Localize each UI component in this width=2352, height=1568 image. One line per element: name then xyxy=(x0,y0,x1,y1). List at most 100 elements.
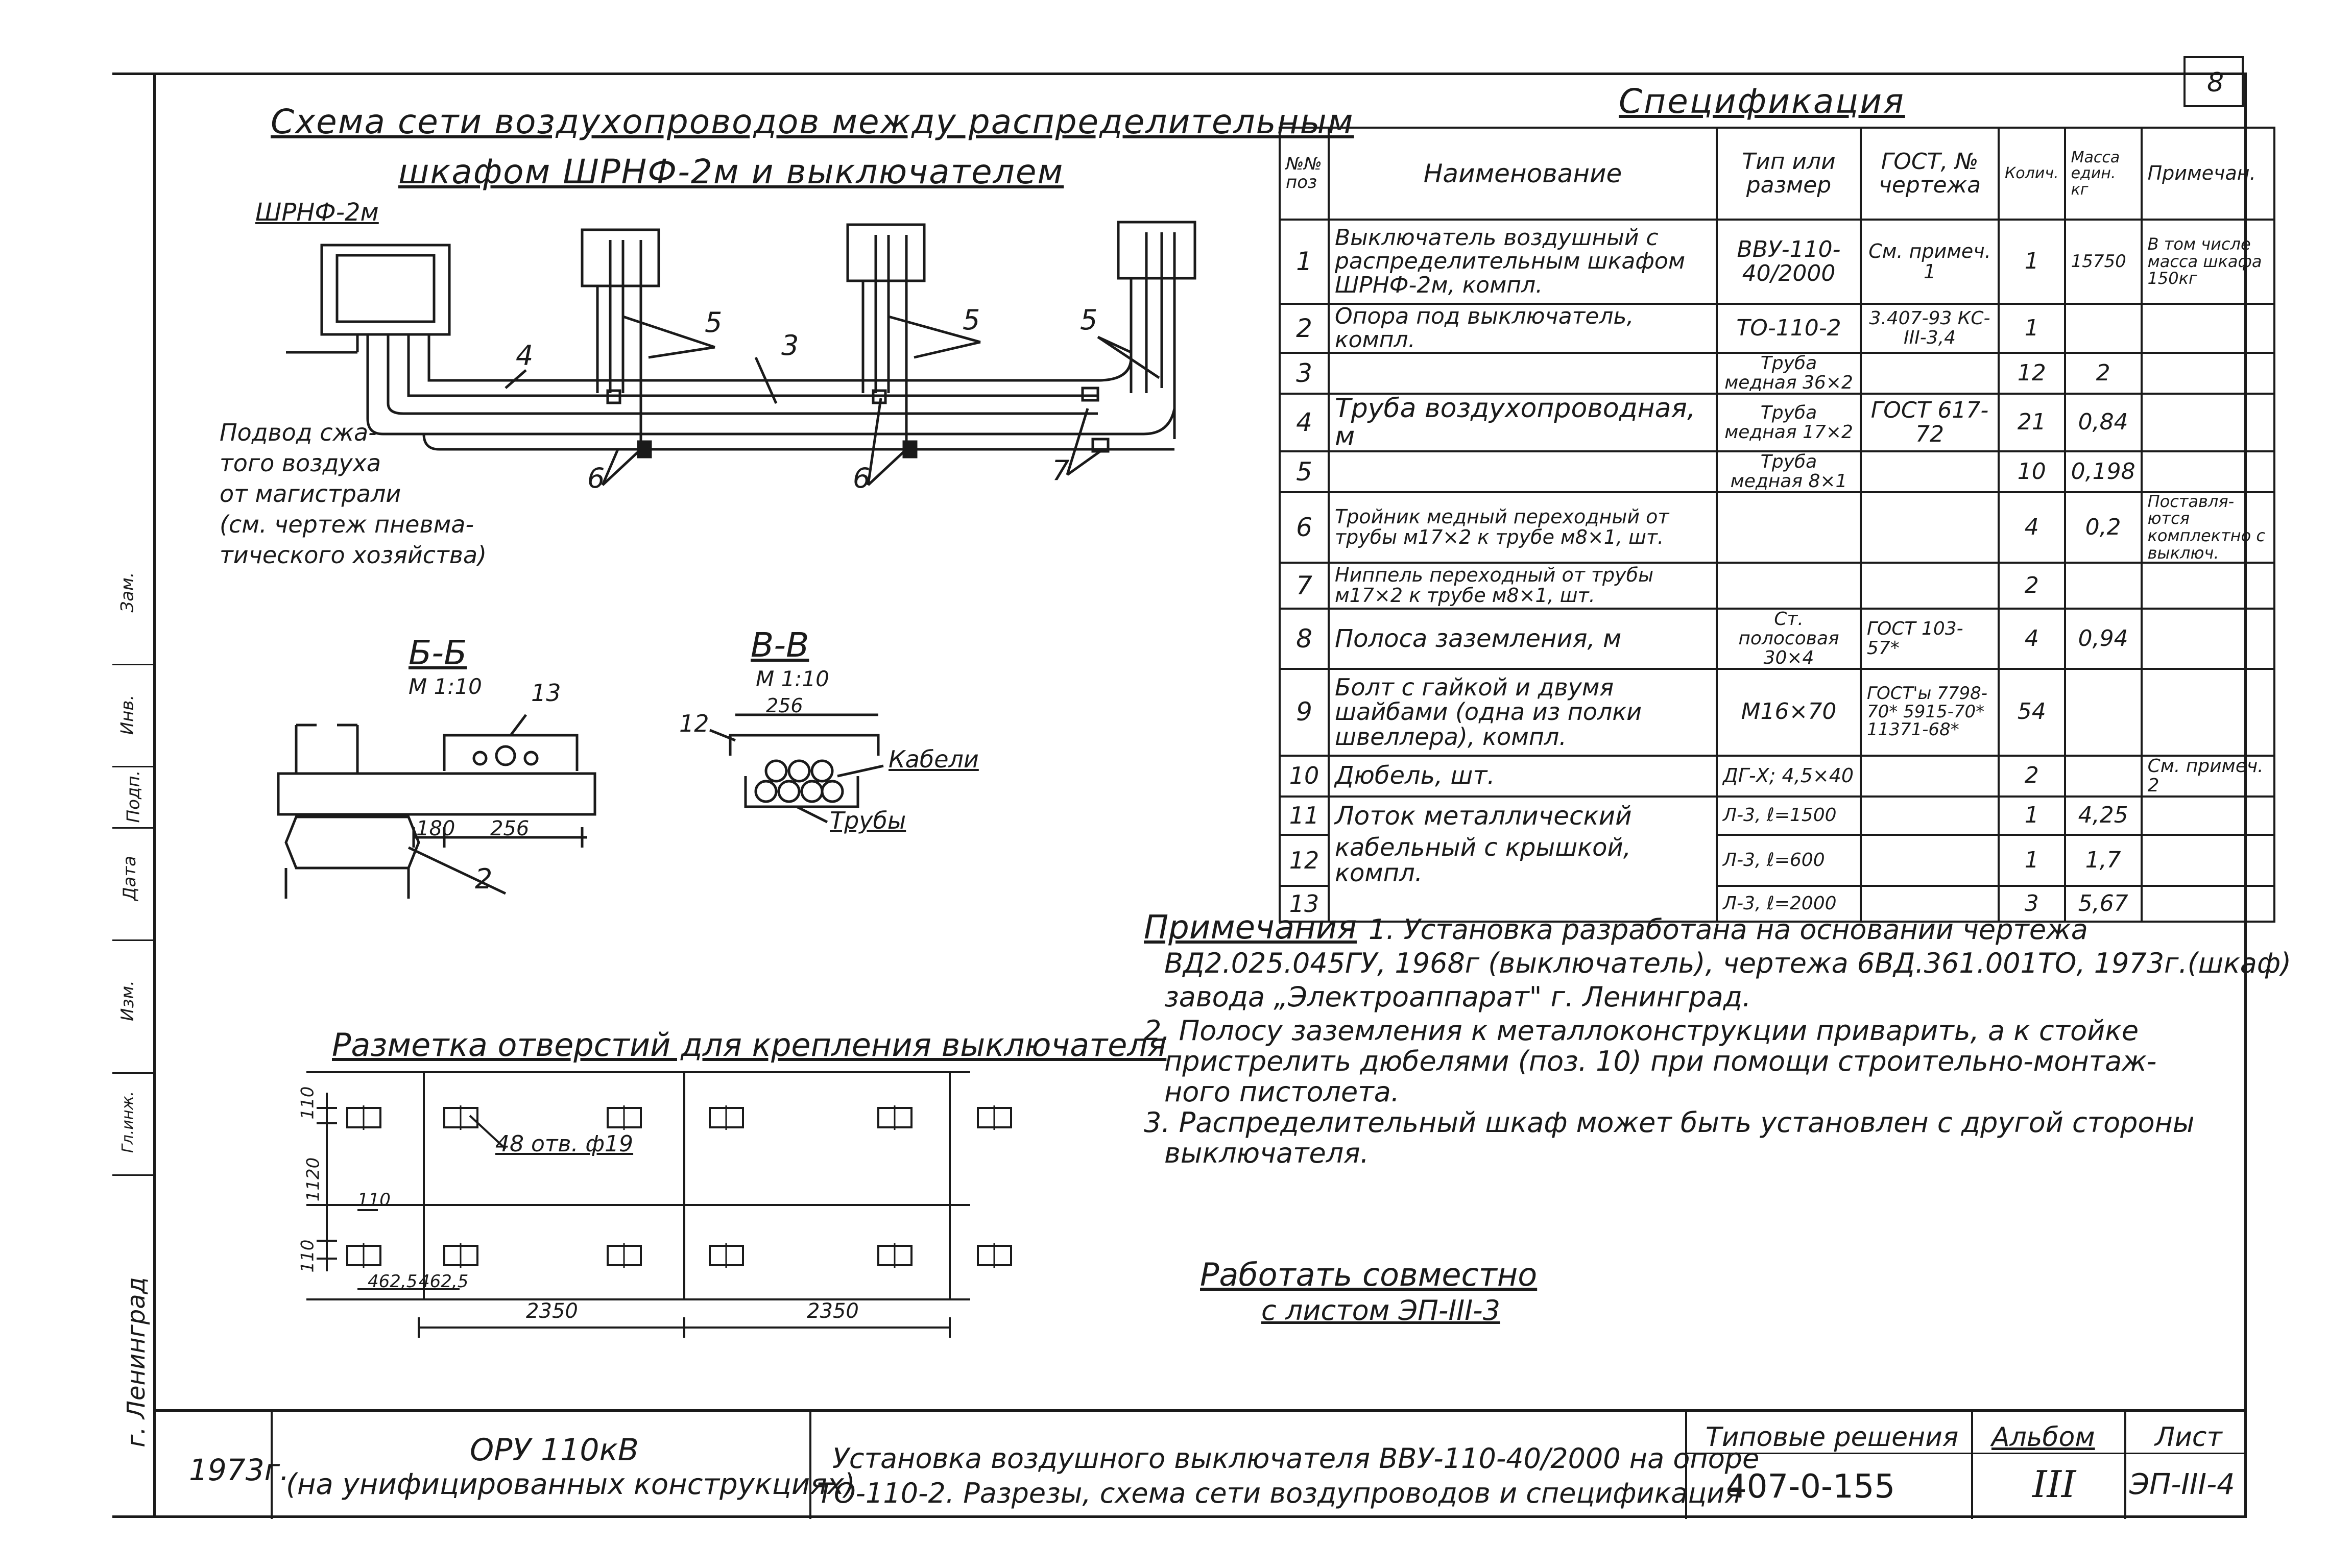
spec-note xyxy=(2140,885,2275,923)
callout-7: 7 xyxy=(1052,454,1070,487)
note-line: ного пистолета. xyxy=(1164,1076,1400,1108)
spec-pos: 6 xyxy=(1279,491,1330,564)
note-line: выключателя. xyxy=(1164,1137,1369,1169)
spec-name: Полоса заземления, м xyxy=(1328,608,1718,670)
spec-mass: 4,25 xyxy=(2063,795,2143,836)
pole-head-2 xyxy=(846,223,926,282)
spec-h-name: Наименование xyxy=(1328,127,1718,221)
section-vv-scale: М 1:10 xyxy=(756,666,829,691)
spec-note xyxy=(2140,562,2275,610)
spec-note xyxy=(2140,302,2275,354)
holes-dim-2350-a: 2350 xyxy=(526,1299,578,1323)
work-together-line1: Работать совместно xyxy=(1200,1256,1538,1293)
section-vv-pos12: 12 xyxy=(679,710,709,737)
spec-gost: ГОСТ 103-57* xyxy=(1860,608,2000,670)
holes-dim-4625-b: 462,5 xyxy=(419,1271,469,1292)
title-album-label: Альбом xyxy=(1991,1422,2095,1453)
spec-gost xyxy=(1860,795,2000,836)
section-bb-scale: М 1:10 xyxy=(409,674,482,699)
stamp-divider xyxy=(112,1072,153,1074)
feed-label-line: от магистрали xyxy=(220,480,401,508)
feed-label-line: (см. чертеж пневма- xyxy=(220,511,474,538)
spec-name xyxy=(1328,886,1718,923)
spec-mass xyxy=(2063,562,2143,610)
pole-head-1 xyxy=(581,228,660,287)
spec-pos: 4 xyxy=(1279,392,1330,453)
title-sheet-label: Лист xyxy=(2155,1422,2222,1453)
spec-pos: 3 xyxy=(1279,352,1330,395)
spec-qty: 1 xyxy=(1998,795,2066,836)
spec-row: 1 Выключатель воздушный с распределитель… xyxy=(1279,219,2275,305)
spec-name: Труба воздухопроводная, м xyxy=(1328,392,1718,453)
title-divider xyxy=(271,1412,273,1519)
stamp-divider xyxy=(112,827,153,829)
spec-type xyxy=(1716,491,1862,564)
callout-5a: 5 xyxy=(705,306,723,339)
spec-h-type: Тип или размер xyxy=(1716,127,1862,221)
spec-name: Выключатель воздушный с распределительны… xyxy=(1328,219,1718,305)
callout-3: 3 xyxy=(781,329,799,361)
note-line: 1. Установка разработана на основании че… xyxy=(1369,913,2088,946)
spec-type: Труба медная 17×2 xyxy=(1716,392,1862,453)
spec-mass: 0,84 xyxy=(2063,392,2143,453)
section-vv-pipes: Трубы xyxy=(830,807,906,834)
spec-title: Спецификация xyxy=(1619,82,1905,121)
spec-gost: ГОСТ'ы 7798-70* 5915-70* 11371-68* xyxy=(1860,667,2000,757)
spec-gost xyxy=(1860,562,2000,610)
stamp-divider xyxy=(112,766,153,767)
spec-gost: См. примеч. 1 xyxy=(1860,219,2000,305)
callout-5c: 5 xyxy=(1080,304,1098,336)
section-bb-dim180: 180 xyxy=(416,817,455,840)
spec-note xyxy=(2140,795,2275,836)
spec-h-mass: Масса един. кг xyxy=(2063,127,2143,221)
spec-type: Труба медная 36×2 xyxy=(1716,352,1862,395)
title-divider xyxy=(1971,1412,1973,1519)
feed-label-line: того воздуха xyxy=(220,449,381,477)
spec-type: Ст. полосовая 30×4 xyxy=(1716,608,1862,670)
notes-heading: Примечания xyxy=(1144,909,1357,947)
holes-dim-2350-b: 2350 xyxy=(807,1299,859,1323)
spec-pos: 11 xyxy=(1279,795,1330,836)
feed-label-line: Подвод сжа- xyxy=(220,419,377,446)
spec-h-pos: №№ поз xyxy=(1279,127,1330,221)
title-divider xyxy=(1685,1453,2244,1454)
spec-name: Ниппель переходный от трубы м17×2 к труб… xyxy=(1328,562,1718,610)
spec-type: ДГ-Х; 4,5×40 xyxy=(1716,754,1862,798)
spec-note xyxy=(2140,608,2275,670)
spec-type xyxy=(1716,562,1862,610)
frame-top-line xyxy=(112,73,2247,75)
spec-qty: 2 xyxy=(1998,562,2066,610)
spec-qty: 54 xyxy=(1998,667,2066,757)
callout-6a: 6 xyxy=(587,462,605,494)
holes-dim-110-top: 110 xyxy=(297,1086,318,1120)
spec-pos: 1 xyxy=(1279,219,1330,305)
spec-gost xyxy=(1860,754,2000,798)
callout-4: 4 xyxy=(516,340,534,372)
spec-pos: 5 xyxy=(1279,450,1330,493)
spec-mass xyxy=(2063,754,2143,798)
holes-dim-4625-a: 462,5 xyxy=(368,1271,418,1292)
spec-mass: 1,7 xyxy=(2063,833,2143,887)
holes-label: 48 отв. ф19 xyxy=(495,1131,634,1157)
title-divider xyxy=(1685,1412,1687,1519)
holes-title: Разметка отверстий для крепления выключа… xyxy=(332,1026,1167,1064)
title-typical-label: Типовые решения xyxy=(1706,1422,1959,1453)
spec-qty: 10 xyxy=(1998,450,2066,493)
spec-name: Болт с гайкой и двумя шайбами (одна из п… xyxy=(1328,667,1718,757)
stamp-divider xyxy=(112,664,153,665)
spec-mass: 0,198 xyxy=(2063,450,2143,493)
callout-6b: 6 xyxy=(853,462,871,494)
spec-mass: 5,67 xyxy=(2063,885,2143,923)
title-typical-value: 407-0-155 xyxy=(1726,1468,1895,1506)
spec-gost xyxy=(1860,885,2000,923)
spec-header-row: №№ поз Наименование Тип или размер ГОСТ,… xyxy=(1279,127,2275,221)
spec-qty: 4 xyxy=(1998,491,2066,564)
work-together-line2: с листом ЭП-III-3 xyxy=(1261,1294,1500,1326)
side-stamp-column: Зам. Инв. Подп. Дата Изм. Гл.инж. г. Лен… xyxy=(112,480,155,1516)
sheet-number-box: 8 xyxy=(2183,56,2244,107)
spec-qty: 1 xyxy=(1998,302,2066,354)
spec-mass: 2 xyxy=(2063,352,2143,395)
pole-head-3 xyxy=(1117,221,1196,280)
